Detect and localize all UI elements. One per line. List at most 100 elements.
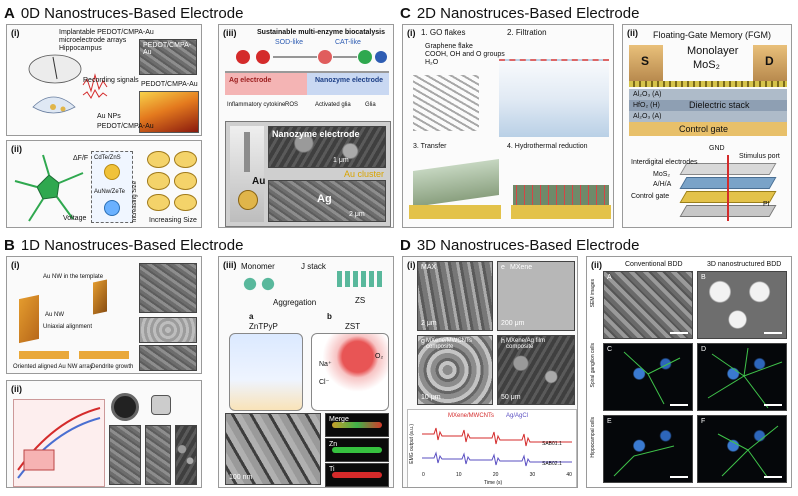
panel-tag: (iii) bbox=[223, 260, 237, 270]
sem-composite-g: g MXene/MWCNTs composite 10 μm bbox=[417, 335, 493, 405]
fiber-illustration bbox=[17, 407, 101, 479]
tile-letter-f: F bbox=[701, 418, 706, 425]
spool-icon bbox=[111, 393, 139, 421]
inset-label-1: CdTe/ZnS bbox=[94, 155, 121, 161]
substrate-left bbox=[409, 205, 501, 219]
monomer-cluster bbox=[241, 273, 277, 295]
recording-label: Recording signals bbox=[83, 77, 139, 84]
panel-tag: (i) bbox=[11, 260, 20, 270]
source-electrode: S bbox=[629, 45, 663, 81]
quadrant-d-header: D 3D Nanostruces-Based Electrode bbox=[400, 234, 639, 256]
scale-bar bbox=[764, 476, 782, 478]
quadrant-c: C 2D Nanostruces-Based Electrode (i) 1. … bbox=[400, 2, 794, 230]
sem-mxene: e MXene 200 μm bbox=[497, 261, 575, 331]
ag-sem-image: Ag 2 μm bbox=[268, 180, 386, 222]
nanozyme-sem-image: Nanozyme electrode 1 μm bbox=[268, 126, 386, 168]
quadrant-c-title: 2D Nanostruces-Based Electrode bbox=[416, 4, 640, 22]
panel-tag: (i) bbox=[407, 260, 416, 270]
panel-a-iii: (iii) Sustainable multi-enzyme biocataly… bbox=[218, 24, 394, 228]
sem-g-scale: 10 μm bbox=[421, 394, 441, 401]
au-nw-template-block bbox=[19, 294, 39, 344]
panel-tag: (iii) bbox=[223, 28, 237, 38]
substrate-right bbox=[511, 205, 611, 219]
array-label-2: microelectrode arrays bbox=[59, 37, 127, 44]
tile-letter-d: D bbox=[701, 346, 707, 353]
legend-graphene: Graphene flake bbox=[425, 43, 473, 50]
sem-pedot-top-label: PEDOT/CMPA-Au bbox=[143, 42, 192, 56]
mos2-layer bbox=[629, 81, 787, 87]
quadrant-d: D 3D Nanostruces-Based Electrode (i) MAX… bbox=[400, 234, 794, 492]
emg-ylabel: EMG output (a.u.) bbox=[409, 424, 415, 464]
nanowire-sem-3 bbox=[139, 345, 197, 371]
quadrant-d-title: 3D Nanostruces-Based Electrode bbox=[416, 236, 640, 254]
note-template: Au NW in the template bbox=[43, 274, 104, 280]
bottom-label-dendrite: Dendrite growth bbox=[91, 364, 134, 370]
xtick: 0 bbox=[422, 472, 425, 478]
layer-a-bottom: Al₂O₃ (A) bbox=[633, 113, 662, 120]
nanozyme-sem-title: Nanozyme electrode bbox=[272, 129, 360, 139]
scale-bar bbox=[670, 332, 688, 334]
array-label-1: Implantable PEDOT/CMPA-Au bbox=[59, 29, 154, 36]
sem-pedot-bottom-label: PEDOT/CMPA-Au bbox=[141, 81, 198, 88]
nanowire-sem-2 bbox=[139, 317, 197, 343]
afm-surface-image bbox=[139, 91, 199, 133]
legend-water: H₂O bbox=[425, 59, 439, 66]
left-electrode-label: Ag electrode bbox=[229, 77, 272, 84]
step3-label: 3. Transfer bbox=[413, 143, 447, 150]
quadrant-c-letter: C bbox=[400, 4, 411, 22]
tile-letter-c: C bbox=[607, 346, 613, 353]
dendrite-bar bbox=[79, 351, 129, 359]
note-au-nw: Au NW bbox=[45, 312, 65, 318]
fiber-sem-2 bbox=[145, 425, 171, 485]
map-zn-label: Zn bbox=[329, 441, 338, 448]
panel-b-ii: (ii) bbox=[6, 380, 202, 488]
scale-1um: 1 μm bbox=[333, 157, 349, 164]
legend-activated-glia: Activated glia bbox=[315, 102, 351, 108]
control-gate-label: Control gate bbox=[679, 124, 729, 134]
sem-h-scale: 50 μm bbox=[501, 394, 521, 401]
neurite-overlay bbox=[707, 347, 783, 409]
legend-glia: Glia bbox=[365, 102, 376, 108]
al2o3-top-layer: Al₂O₃ (A) bbox=[629, 89, 787, 100]
hippocampus-label: Hippocampus bbox=[59, 45, 102, 52]
layer-h: HfO₂ (H) bbox=[633, 102, 660, 109]
step2-label: 2. Filtration bbox=[507, 28, 547, 37]
panel-b-i: (i) Au NW in the template Au NW Uniaxial… bbox=[6, 256, 202, 374]
layer-a-top: Al₂O₃ (A) bbox=[633, 91, 662, 98]
ros-icons bbox=[236, 50, 387, 64]
aggregation-label: Aggregation bbox=[273, 298, 317, 307]
legend-cytokine: Inflammatory cytokine bbox=[227, 102, 286, 108]
panel-tag: (ii) bbox=[11, 144, 22, 154]
row-label-spiral: Spiral ganglion cells bbox=[590, 343, 596, 388]
zst-box bbox=[311, 333, 389, 411]
nanowire-sem-1 bbox=[139, 263, 197, 313]
sem-pedot-top: PEDOT/CMPA-Au bbox=[139, 39, 197, 75]
au-cluster-label: Au cluster bbox=[344, 169, 385, 179]
gnd-label: GND bbox=[709, 145, 725, 152]
scale-bar bbox=[764, 404, 782, 406]
neurite-overlay bbox=[717, 425, 779, 479]
monolayer-label: Monolayer bbox=[687, 45, 739, 57]
bdd-sem-3d: B bbox=[697, 271, 787, 339]
quadrant-b-title: 1D Nanostruces-Based Electrode bbox=[20, 236, 244, 254]
au-nw-bundle bbox=[93, 279, 107, 315]
sem-mxene-letter: e bbox=[501, 264, 505, 271]
map-ti: Ti bbox=[325, 463, 389, 487]
sem-max-label: MAX bbox=[421, 264, 437, 271]
drain-label: D bbox=[765, 54, 774, 68]
xtick: 10 bbox=[456, 472, 462, 478]
go-flakes-cluster bbox=[413, 75, 479, 131]
o2-label: O₂ bbox=[375, 353, 384, 360]
nanozyme-sem-block: Au Nanozyme electrode 1 μm Au cluster Ag… bbox=[225, 121, 391, 227]
panel-a-ii: (ii) ΔF/F Voltage CdTe/ZnS AuNw/ZeTe Inc… bbox=[6, 140, 202, 228]
xtick: 20 bbox=[492, 472, 499, 478]
zntpyp-label: ZnTPyP bbox=[249, 322, 278, 331]
right-electrode-label: Nanozyme electrode bbox=[315, 77, 384, 84]
map-ti-label: Ti bbox=[329, 466, 335, 473]
drain-electrode: D bbox=[753, 45, 787, 81]
spiral-cells-conventional: C bbox=[603, 343, 693, 411]
panel-b-iii: (iii) Monomer J stack Aggregation ZS a b… bbox=[218, 256, 394, 488]
quantum-dot-1 bbox=[104, 164, 120, 180]
tile-letter-a: A bbox=[607, 274, 612, 281]
tem-image: 100 nm bbox=[225, 413, 321, 485]
